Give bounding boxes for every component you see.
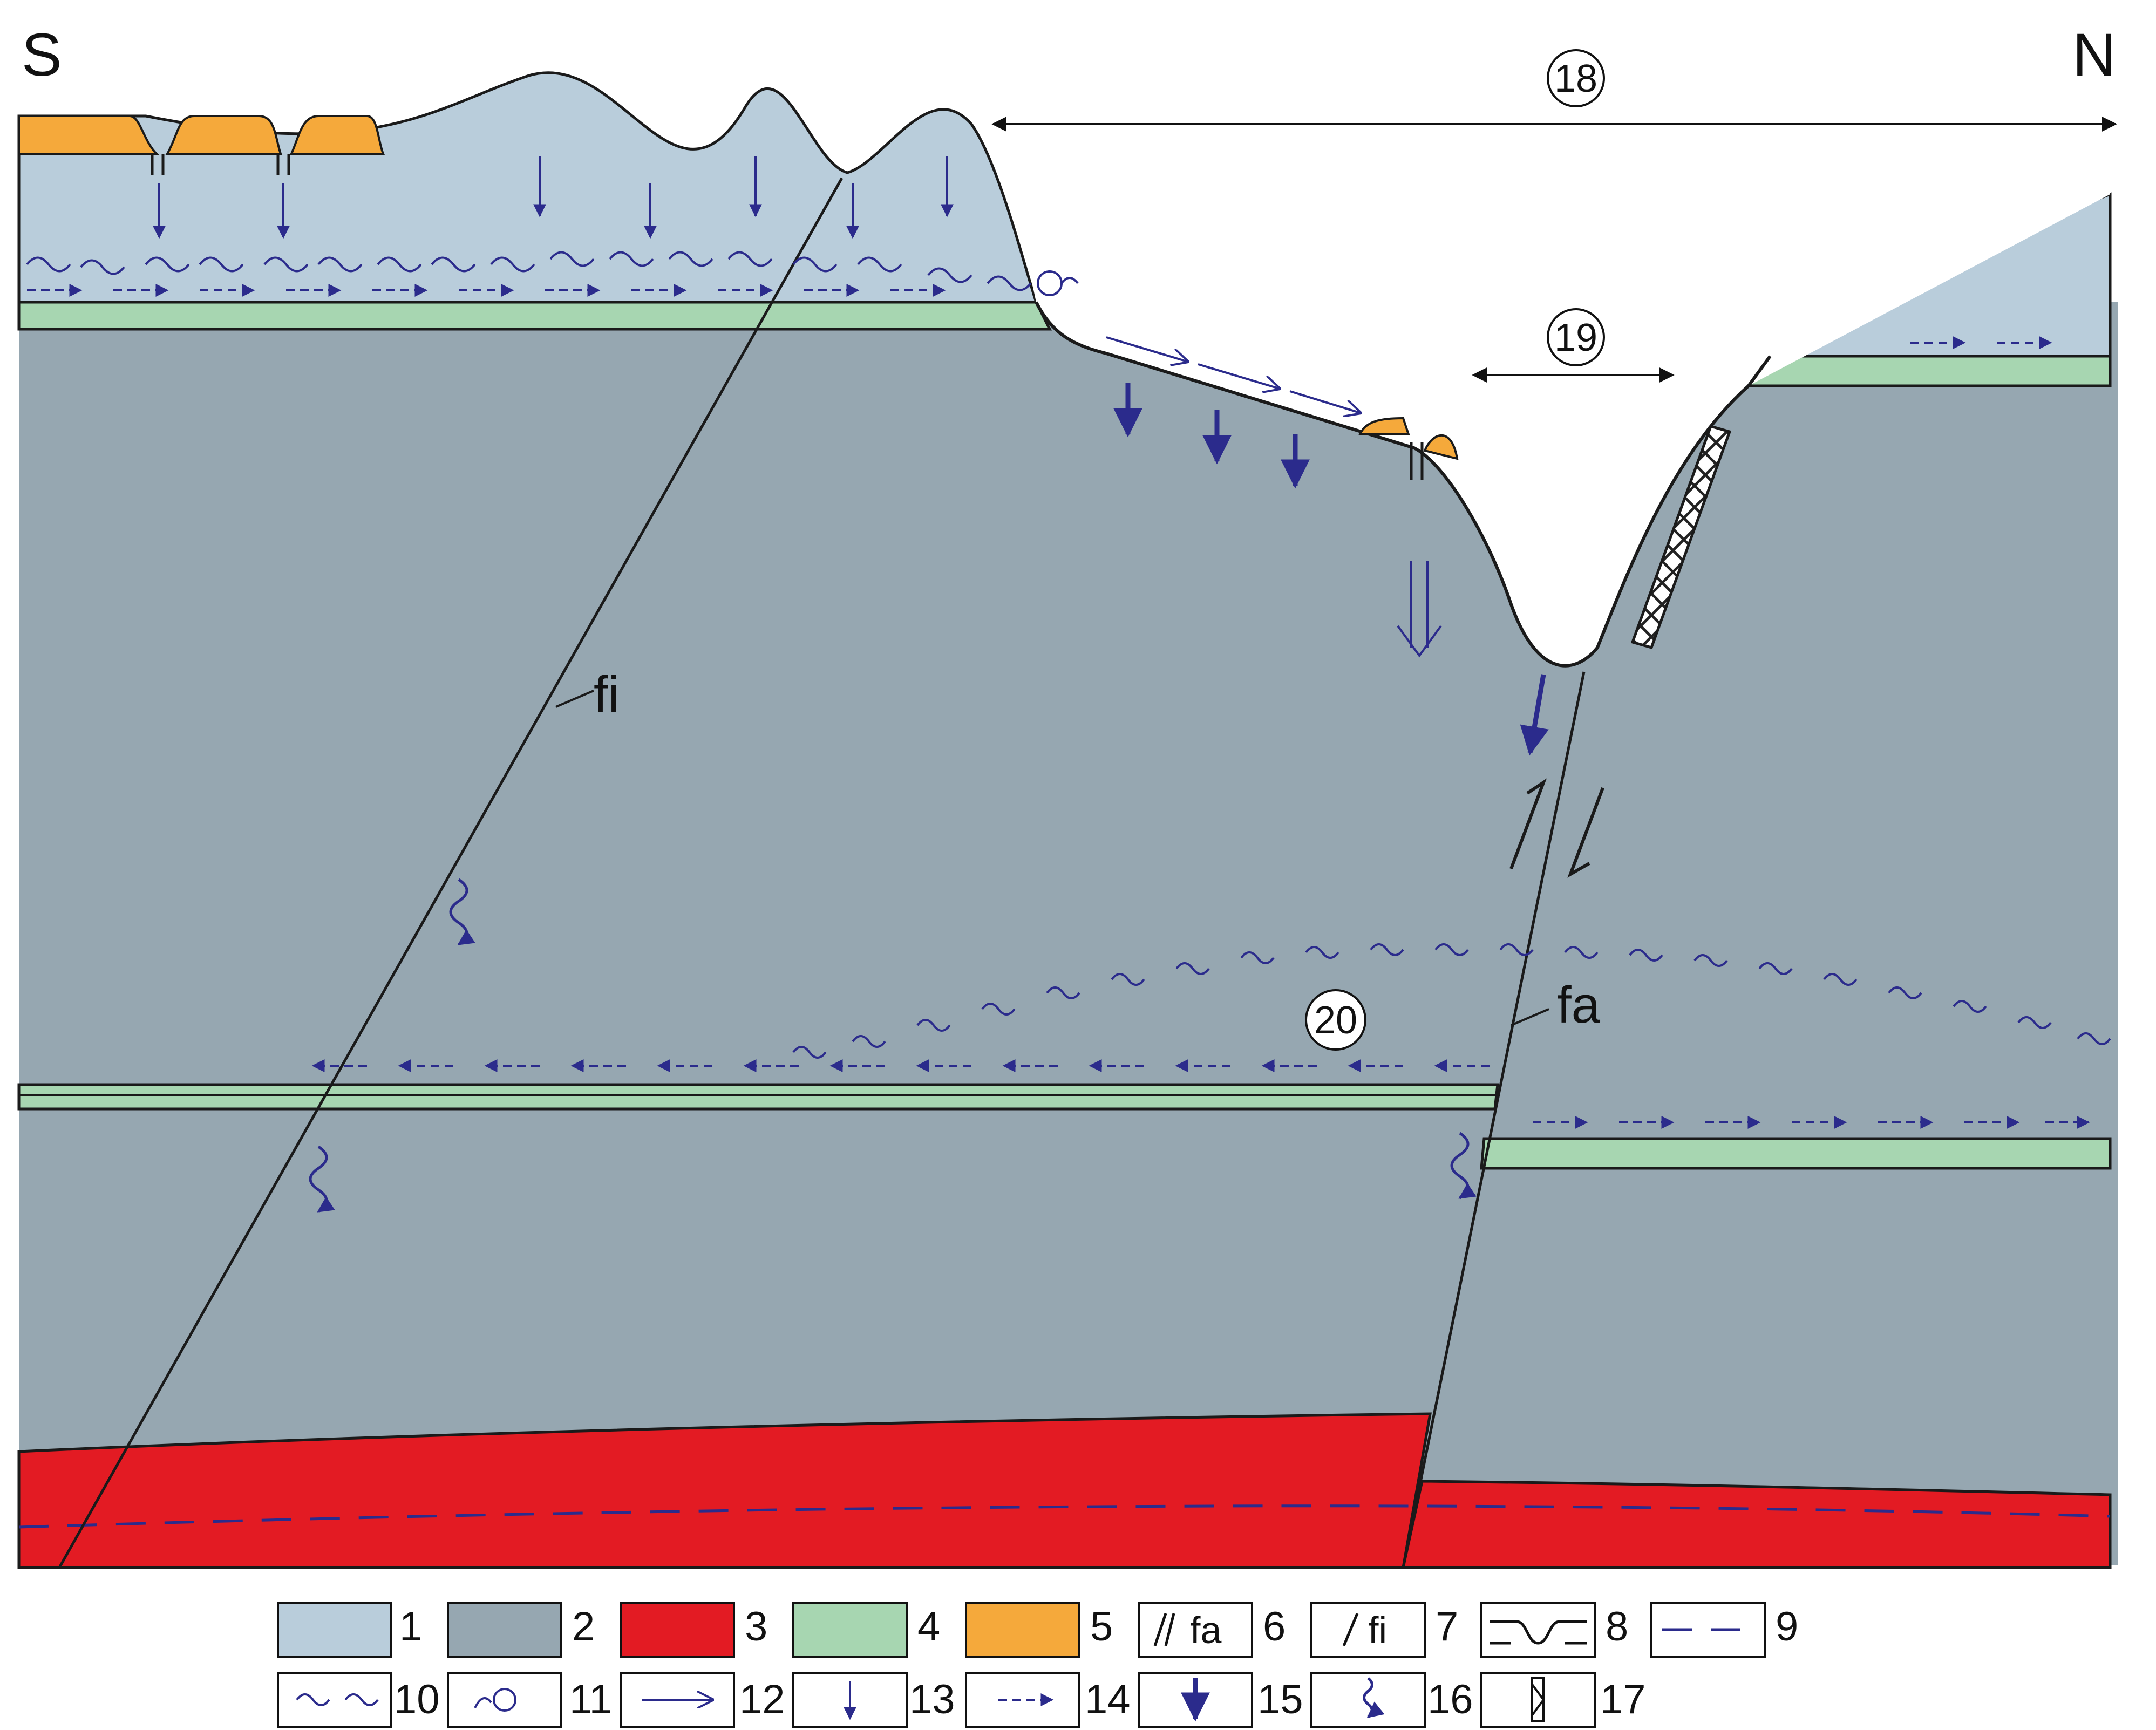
red-swatch (620, 1602, 735, 1658)
svg-text:16: 16 (1427, 1677, 1473, 1722)
svg-text:fi: fi (1368, 1609, 1387, 1651)
svg-text:6: 6 (1263, 1604, 1286, 1650)
orange-cap-2 (165, 115, 282, 155)
svg-text:7: 7 (1436, 1604, 1458, 1650)
svg-text:11: 11 (569, 1677, 612, 1722)
orange-swatch (965, 1602, 1080, 1658)
legend-item-12: 12 (620, 1672, 785, 1728)
legend-item-13: 13 (792, 1672, 955, 1728)
green-band-middle-right (1480, 1137, 2112, 1170)
legend-item-10: 10 (277, 1672, 440, 1728)
orange-cap-1 (18, 115, 159, 155)
orange-cap-5 (1423, 434, 1459, 460)
svg-text:3: 3 (745, 1604, 767, 1650)
green-band-middle-left (17, 1083, 1499, 1111)
fault-fi-line (58, 177, 844, 1569)
red-basement-right (1401, 1480, 2112, 1569)
flow-symbols (26, 156, 2111, 1213)
legend-item-4: 4 (792, 1602, 940, 1658)
orange-cap-4 (1358, 417, 1410, 435)
svg-text:17: 17 (1600, 1677, 1646, 1722)
fault-fa-label: fa (1557, 976, 1601, 1034)
svg-text:15: 15 (1257, 1677, 1303, 1722)
svg-text:2: 2 (572, 1604, 595, 1650)
green-swatch (792, 1602, 908, 1658)
gray-rock-layer (19, 302, 2118, 1565)
legend-item-11: 11 (447, 1672, 612, 1728)
svg-text:13: 13 (909, 1677, 955, 1722)
valley-surface-line (1035, 301, 1772, 668)
legend-item-6: fa 6 (1138, 1602, 1286, 1658)
wavy-arrow-symbol (1363, 1677, 1385, 1718)
legend-item-16: 16 (1310, 1672, 1473, 1728)
legend-item-15: 15 (1138, 1672, 1303, 1728)
gray-swatch (447, 1602, 562, 1658)
orange-cap-3 (289, 115, 385, 155)
hatched-bar-symbol (1531, 1677, 1545, 1722)
svg-text:12: 12 (739, 1677, 785, 1722)
legend-item-9: 9 (1650, 1602, 1798, 1658)
legend: 1 2 3 4 5 fa 6 fi 7 (277, 1602, 1798, 1728)
svg-text:20: 20 (1314, 999, 1357, 1042)
marker-20: 20 (1305, 989, 1366, 1051)
cross-section-body (17, 0, 2118, 1569)
south-label: S (22, 21, 62, 88)
legend-item-17: 17 (1480, 1672, 1646, 1728)
legend-item-8: 8 (1480, 1602, 1628, 1658)
green-band-upper-left (17, 301, 1052, 331)
fault-fi-label: fi (594, 666, 620, 724)
inactive-fault-symbol (1342, 1613, 1359, 1646)
fault-displacement-up (1509, 778, 1547, 870)
dashed-boundary-line (18, 1504, 2111, 1529)
sinkhole-profile-symbol (1490, 1620, 1587, 1645)
legend-item-2: 2 (447, 1602, 595, 1658)
marker-19: 19 (1547, 308, 1605, 366)
legend-item-14: 14 (965, 1672, 1131, 1728)
fault-displacement-down (1567, 787, 1604, 878)
light-blue-swatch (277, 1602, 392, 1658)
fault-fa-line (1402, 671, 1586, 1568)
valley-sky (971, 0, 2110, 666)
svg-text:18: 18 (1554, 57, 1597, 100)
marker-18: 18 (1547, 49, 1605, 107)
svg-text:14: 14 (1085, 1677, 1131, 1722)
wavy-line-symbol (296, 1693, 379, 1706)
svg-text:8: 8 (1606, 1604, 1628, 1650)
north-label: N (2072, 21, 2116, 88)
upper-aquifer-left (17, 71, 1038, 304)
spring-symbol (474, 1688, 516, 1712)
svg-text:19: 19 (1554, 316, 1597, 359)
legend-item-7: fi 7 (1310, 1602, 1458, 1658)
green-band-upper-right (1746, 355, 2112, 387)
hatched-bar (1630, 424, 1732, 650)
legend-item-5: 5 (965, 1602, 1113, 1658)
svg-text:9: 9 (1776, 1604, 1798, 1650)
active-fault-symbol (1153, 1613, 1175, 1646)
legend-item-3: 3 (620, 1602, 767, 1658)
svg-text:1: 1 (399, 1604, 422, 1650)
svg-text:fa: fa (1190, 1609, 1221, 1651)
red-basement-left (17, 1412, 1432, 1569)
svg-text:5: 5 (1090, 1604, 1113, 1650)
svg-text:4: 4 (917, 1604, 940, 1650)
legend-item-1: 1 (277, 1602, 422, 1658)
svg-text:10: 10 (394, 1677, 440, 1722)
